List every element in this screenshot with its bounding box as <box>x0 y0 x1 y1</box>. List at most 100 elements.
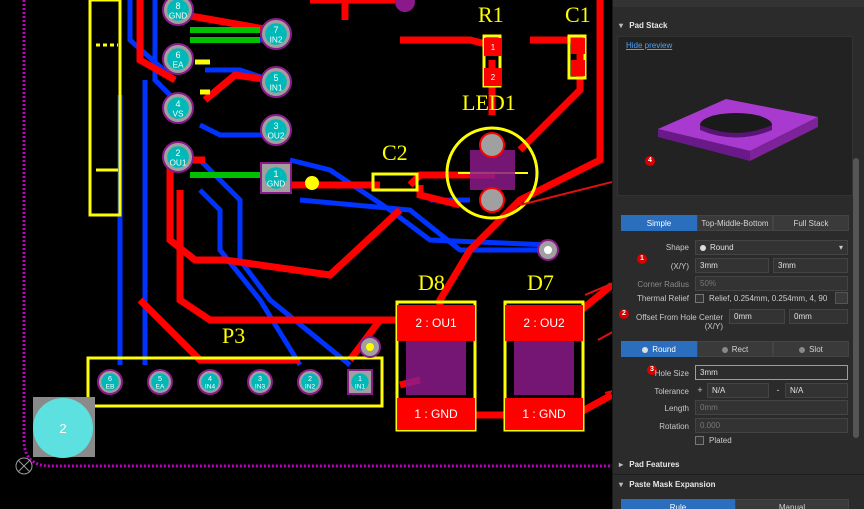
p3-pad-5[interactable]: 5EA <box>147 369 173 395</box>
shape-select[interactable]: Round ▾ <box>695 240 848 255</box>
hole-tab-rect[interactable]: Rect <box>697 341 773 357</box>
p3-pad-5-number: 5 <box>158 374 162 383</box>
hole-type-tabs: Round Rect Slot <box>621 341 849 357</box>
left-pad-4-net: VS <box>172 109 184 118</box>
radio-icon <box>642 346 649 353</box>
plated-checkbox[interactable] <box>695 436 704 445</box>
pad-preview: Hide preview <box>617 36 853 196</box>
c2-label: C2 <box>382 140 408 165</box>
d7-pad-2-label: 2 : OU2 <box>523 316 565 330</box>
d8-pad-1 <box>397 398 475 430</box>
left-pad-8-net: GND <box>169 11 187 20</box>
r1-pad-2-label: 2 <box>491 73 496 82</box>
p3-pad-2-net: IN2 <box>305 384 316 391</box>
p3-pad-1-net: IN1 <box>355 384 366 391</box>
left-pad-4[interactable]: 4VS <box>162 92 194 124</box>
selected-pad <box>33 398 93 458</box>
thermal-relief-checkbox[interactable] <box>695 294 704 303</box>
right-pad-7-net: IN2 <box>270 35 283 44</box>
right-pad-7-number: 7 <box>273 25 278 35</box>
tab-top-middle-bottom[interactable]: Top-Middle-Bottom <box>697 215 773 231</box>
mid-layer-traces <box>190 27 260 178</box>
shape-label: Shape <box>665 243 689 252</box>
pad-labels: 2 : OU1 1 : GND 2 : OU2 1 : GND 1 2 2 <box>59 43 566 436</box>
p3-pad-6[interactable]: 6EB <box>97 369 123 395</box>
r1-pad-1-label: 1 <box>491 43 496 52</box>
length-input[interactable]: 0mm <box>695 400 848 415</box>
collapse-triangle-icon: ▾ <box>619 480 624 489</box>
p3-pad-1-number: 1 <box>358 374 362 383</box>
tolerance-minus-sign: - <box>776 385 780 395</box>
radio-icon <box>721 346 728 353</box>
rotation-input[interactable]: 0.000 <box>695 418 848 433</box>
led-pad-2 <box>479 187 505 213</box>
p3-pad-6-net: EB <box>106 384 115 391</box>
collapse-triangle-icon: ▾ <box>619 21 624 30</box>
offset-y-input[interactable]: 0mm <box>789 309 848 324</box>
d7-label: D7 <box>527 270 554 295</box>
via-2-hole <box>366 343 374 351</box>
via-1-hole <box>544 246 552 254</box>
corner-radius-label: Corner Radius <box>637 280 689 289</box>
paste-mask-header[interactable]: ▾ Paste Mask Expansion <box>613 477 864 493</box>
panel-scrollbar[interactable] <box>853 158 859 438</box>
right-pad-5-net: IN1 <box>270 83 283 92</box>
p3-label: P3 <box>222 323 245 348</box>
designator-labels: R1 C1 LED1 C2 D8 D7 P3 <box>222 2 591 348</box>
corner-radius-input[interactable]: 50% <box>695 276 848 291</box>
marker-4: 4 <box>645 156 655 166</box>
size-y-input[interactable]: 3mm <box>773 258 848 273</box>
thermal-edit-button[interactable] <box>835 292 848 304</box>
r1-pad-1 <box>484 38 502 56</box>
tab-simple[interactable]: Simple <box>621 215 697 231</box>
divider <box>613 474 864 475</box>
hole-tab-slot[interactable]: Slot <box>773 341 849 357</box>
r1-pad-2 <box>484 68 502 86</box>
d8-label: D8 <box>418 270 445 295</box>
hole-tab-round[interactable]: Round <box>621 341 697 357</box>
offset-x-input[interactable]: 0mm <box>729 309 785 324</box>
offset-label: Offset From Hole Center (X/Y) <box>636 313 723 331</box>
tolerance-label: Tolerance <box>654 387 689 396</box>
r1-label: R1 <box>478 2 504 27</box>
pad-stack-header[interactable]: ▾ Pad Stack <box>613 18 864 34</box>
right-pad-1-net: GND <box>267 179 285 188</box>
p3-pad-6-number: 6 <box>108 374 112 383</box>
p3-pad-5-net: EA <box>156 384 165 391</box>
tab-rule[interactable]: Rule <box>621 499 735 509</box>
d7-pad-1 <box>505 398 583 430</box>
xy-label: (X/Y) <box>670 262 689 271</box>
paste-mask-tabs: Rule Manual <box>621 499 849 509</box>
tolerance-plus-input[interactable]: N/A <box>707 383 769 398</box>
marker-3: 3 <box>647 365 657 375</box>
tab-full-stack[interactable]: Full Stack <box>773 215 849 231</box>
p3-pad-4-net: IN4 <box>205 384 216 391</box>
tab-manual[interactable]: Manual <box>735 499 849 509</box>
plated-label: Plated <box>709 436 732 445</box>
hide-preview-link[interactable]: Hide preview <box>626 41 673 50</box>
left-pad-6-net: EA <box>172 60 184 69</box>
rotation-label: Rotation <box>659 422 689 431</box>
hole-size-label: Hole Size <box>654 369 689 378</box>
size-x-input[interactable]: 3mm <box>695 258 769 273</box>
radio-icon <box>799 346 806 353</box>
via-dot <box>305 176 319 190</box>
left-pad-6[interactable]: 6EA <box>162 43 194 75</box>
tolerance-minus-input[interactable]: N/A <box>785 383 848 398</box>
pad-features-header[interactable]: ▸ Pad Features <box>613 457 864 473</box>
d8-pad-1-label: 1 : GND <box>414 407 458 421</box>
hole-size-input[interactable]: 3mm <box>695 365 848 380</box>
